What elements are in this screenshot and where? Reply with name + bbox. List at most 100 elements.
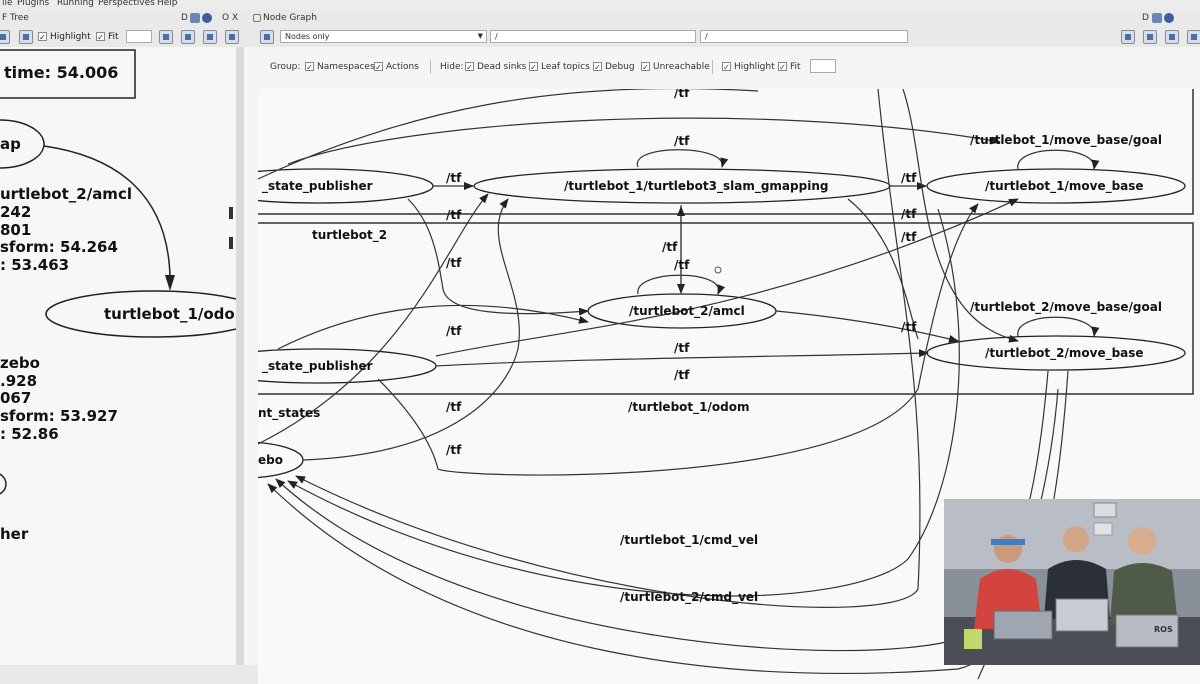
topic-filter-input[interactable]: / [700,30,908,43]
help-icon[interactable] [202,13,212,23]
node-move-base-1-label: /turtlebot_1/move_base [985,179,1144,194]
cursor-icon [714,266,722,274]
settings-icon[interactable] [1152,13,1162,23]
save-image-icon[interactable] [203,30,217,44]
menu-file[interactable]: ile [2,0,13,8]
tf-amcl-line1: 242 [0,203,32,221]
tf-edge-label: /tf [674,89,690,100]
node-move-base-2-label: /turtlebot_2/move_base [985,346,1144,361]
tf-gazebo-line3: sform: 53.927 [0,407,118,425]
tf-gazebo-title: zebo [0,354,40,372]
hide-unreachable-toggle[interactable]: ✓Unreachable [641,62,710,72]
arrow-head-icon [165,275,175,291]
tf-edge-label: /tf [674,341,690,355]
graph-fit-toggle[interactable]: ✓Fit [778,62,801,72]
tf-odom-label: turtlebot_1/odom [104,305,236,323]
tf-odom-node [45,290,236,338]
node-move-base-1 [926,168,1186,204]
tf-time-label: time: 54.006 [4,63,119,82]
graph-fit-label: Fit [790,62,801,72]
node-graph-canvas[interactable]: _state_publisher /turtlebot_1/turtlebot3… [258,89,1200,684]
node-graph-pane: Group: ✓Namespaces ✓Actions Hide: ✓Dead … [244,47,1200,684]
tf-edge-label: /tf [674,258,690,272]
graph-highlight-label: Highlight [734,62,775,72]
options-divider [712,60,713,74]
hide-leaf-topics-label: Leaf topics [541,62,590,72]
tf-zoom-field[interactable] [126,30,152,43]
tf-edge-label: /tf [662,240,678,254]
save-dot-icon[interactable] [159,30,173,44]
menu-perspectives[interactable]: Perspectives [98,0,155,8]
tf-map-label: ap [0,135,21,153]
joint-states-label: nt_states [258,406,320,421]
options-divider [430,60,431,74]
menu-running[interactable]: Running [57,0,94,8]
screenshot-icon[interactable] [1187,30,1200,44]
tf-tree-toolbar: ✓Highlight ✓Fit [0,28,239,46]
tf-window-controls[interactable]: O X [222,13,239,23]
cmd-vel-2-label: /turtlebot_2/cmd_vel [620,590,758,605]
node-state-publisher-2-label: _state_publisher [262,359,373,374]
refresh-icon[interactable] [260,30,274,44]
save-image-icon[interactable] [1165,30,1179,44]
namespace-filter-input[interactable]: / [490,30,696,43]
tf-fit-toggle[interactable]: ✓Fit [96,32,119,42]
menu-plugins[interactable]: Plugins [17,0,50,8]
tf-tree-canvas[interactable]: time: 54.006 ap urtlebot_2/amcl 242 801 … [0,47,236,665]
tf-gazebo-line4: : 52.86 [0,425,59,443]
pane-splitter[interactable] [236,47,244,665]
tf-edge-label: /tf [446,443,462,457]
tf-gazebo-line1: .928 [0,372,38,390]
tf-edge-label: /tf [901,230,917,244]
tf-map-odom-edge [43,145,171,278]
cluster-turtlebot-1 [258,89,1194,215]
tf-tree-title: F Tree [2,13,29,23]
tf-time-box [0,49,136,99]
hide-label: Hide: [440,62,464,72]
graph-highlight-toggle[interactable]: ✓Highlight [722,62,775,72]
reload-icon[interactable] [19,30,33,44]
tf-edge-label: /tf [901,171,917,185]
group-actions-toggle[interactable]: ✓Actions [374,62,419,72]
menu-help[interactable]: Help [157,0,178,8]
settings-icon[interactable] [190,13,200,23]
save-svg-icon[interactable] [1143,30,1157,44]
tf-fit-label: Fit [108,32,119,42]
group-namespaces-label: Namespaces [317,62,375,72]
tf-amcl-line2: 801 [0,221,32,239]
graph-zoom-field[interactable] [810,59,836,73]
cluster-turtlebot-2 [258,222,1194,395]
tf-edge-label: /tf [446,208,462,222]
tf-tree-controls[interactable]: D [181,13,188,23]
save-dot-icon[interactable] [1121,30,1135,44]
graph-mode-select[interactable]: Nodes only▼ [280,30,487,43]
tf-cut-mark [229,237,233,249]
tf-highlight-toggle[interactable]: ✓Highlight [38,32,91,42]
graph-app-icon [253,14,261,22]
move-base-goal-1-label: /turtlebot_1/move_base/goal [970,133,1162,148]
help-icon[interactable] [1164,13,1174,23]
webcam-scene [944,499,1200,665]
tf-edge-label: /tf [446,171,462,185]
save-svg-icon[interactable] [181,30,195,44]
laptop-sticker-label: ROS [1154,625,1173,634]
move-base-goal-2-label: /turtlebot_2/move_base/goal [970,300,1162,315]
tf-edge-label: /tf [446,324,462,338]
graph-mode-value: Nodes only [285,32,330,41]
group-namespaces-toggle[interactable]: ✓Namespaces [305,62,375,72]
node-graph-toolbar: Nodes only▼ / / [244,28,1200,46]
graph-options-row: Group: ✓Namespaces ✓Actions Hide: ✓Dead … [244,47,1200,87]
tf-bottom-label: her [0,525,29,543]
screenshot-icon[interactable] [225,30,239,44]
hide-debug-toggle[interactable]: ✓Debug [593,62,635,72]
tf-amcl-title: urtlebot_2/amcl [0,185,132,203]
hide-leaf-topics-toggle[interactable]: ✓Leaf topics [529,62,590,72]
tf-highlight-label: Highlight [50,32,91,42]
tf-small-node [0,473,7,495]
cmd-vel-1-label: /turtlebot_1/cmd_vel [620,533,758,548]
tf-edge-label: /tf [446,256,462,270]
hide-dead-sinks-toggle[interactable]: ✓Dead sinks [465,62,527,72]
node-graph-controls[interactable]: D [1142,13,1149,23]
node-graph-title: Node Graph [263,13,317,23]
refresh-icon[interactable] [0,30,10,44]
